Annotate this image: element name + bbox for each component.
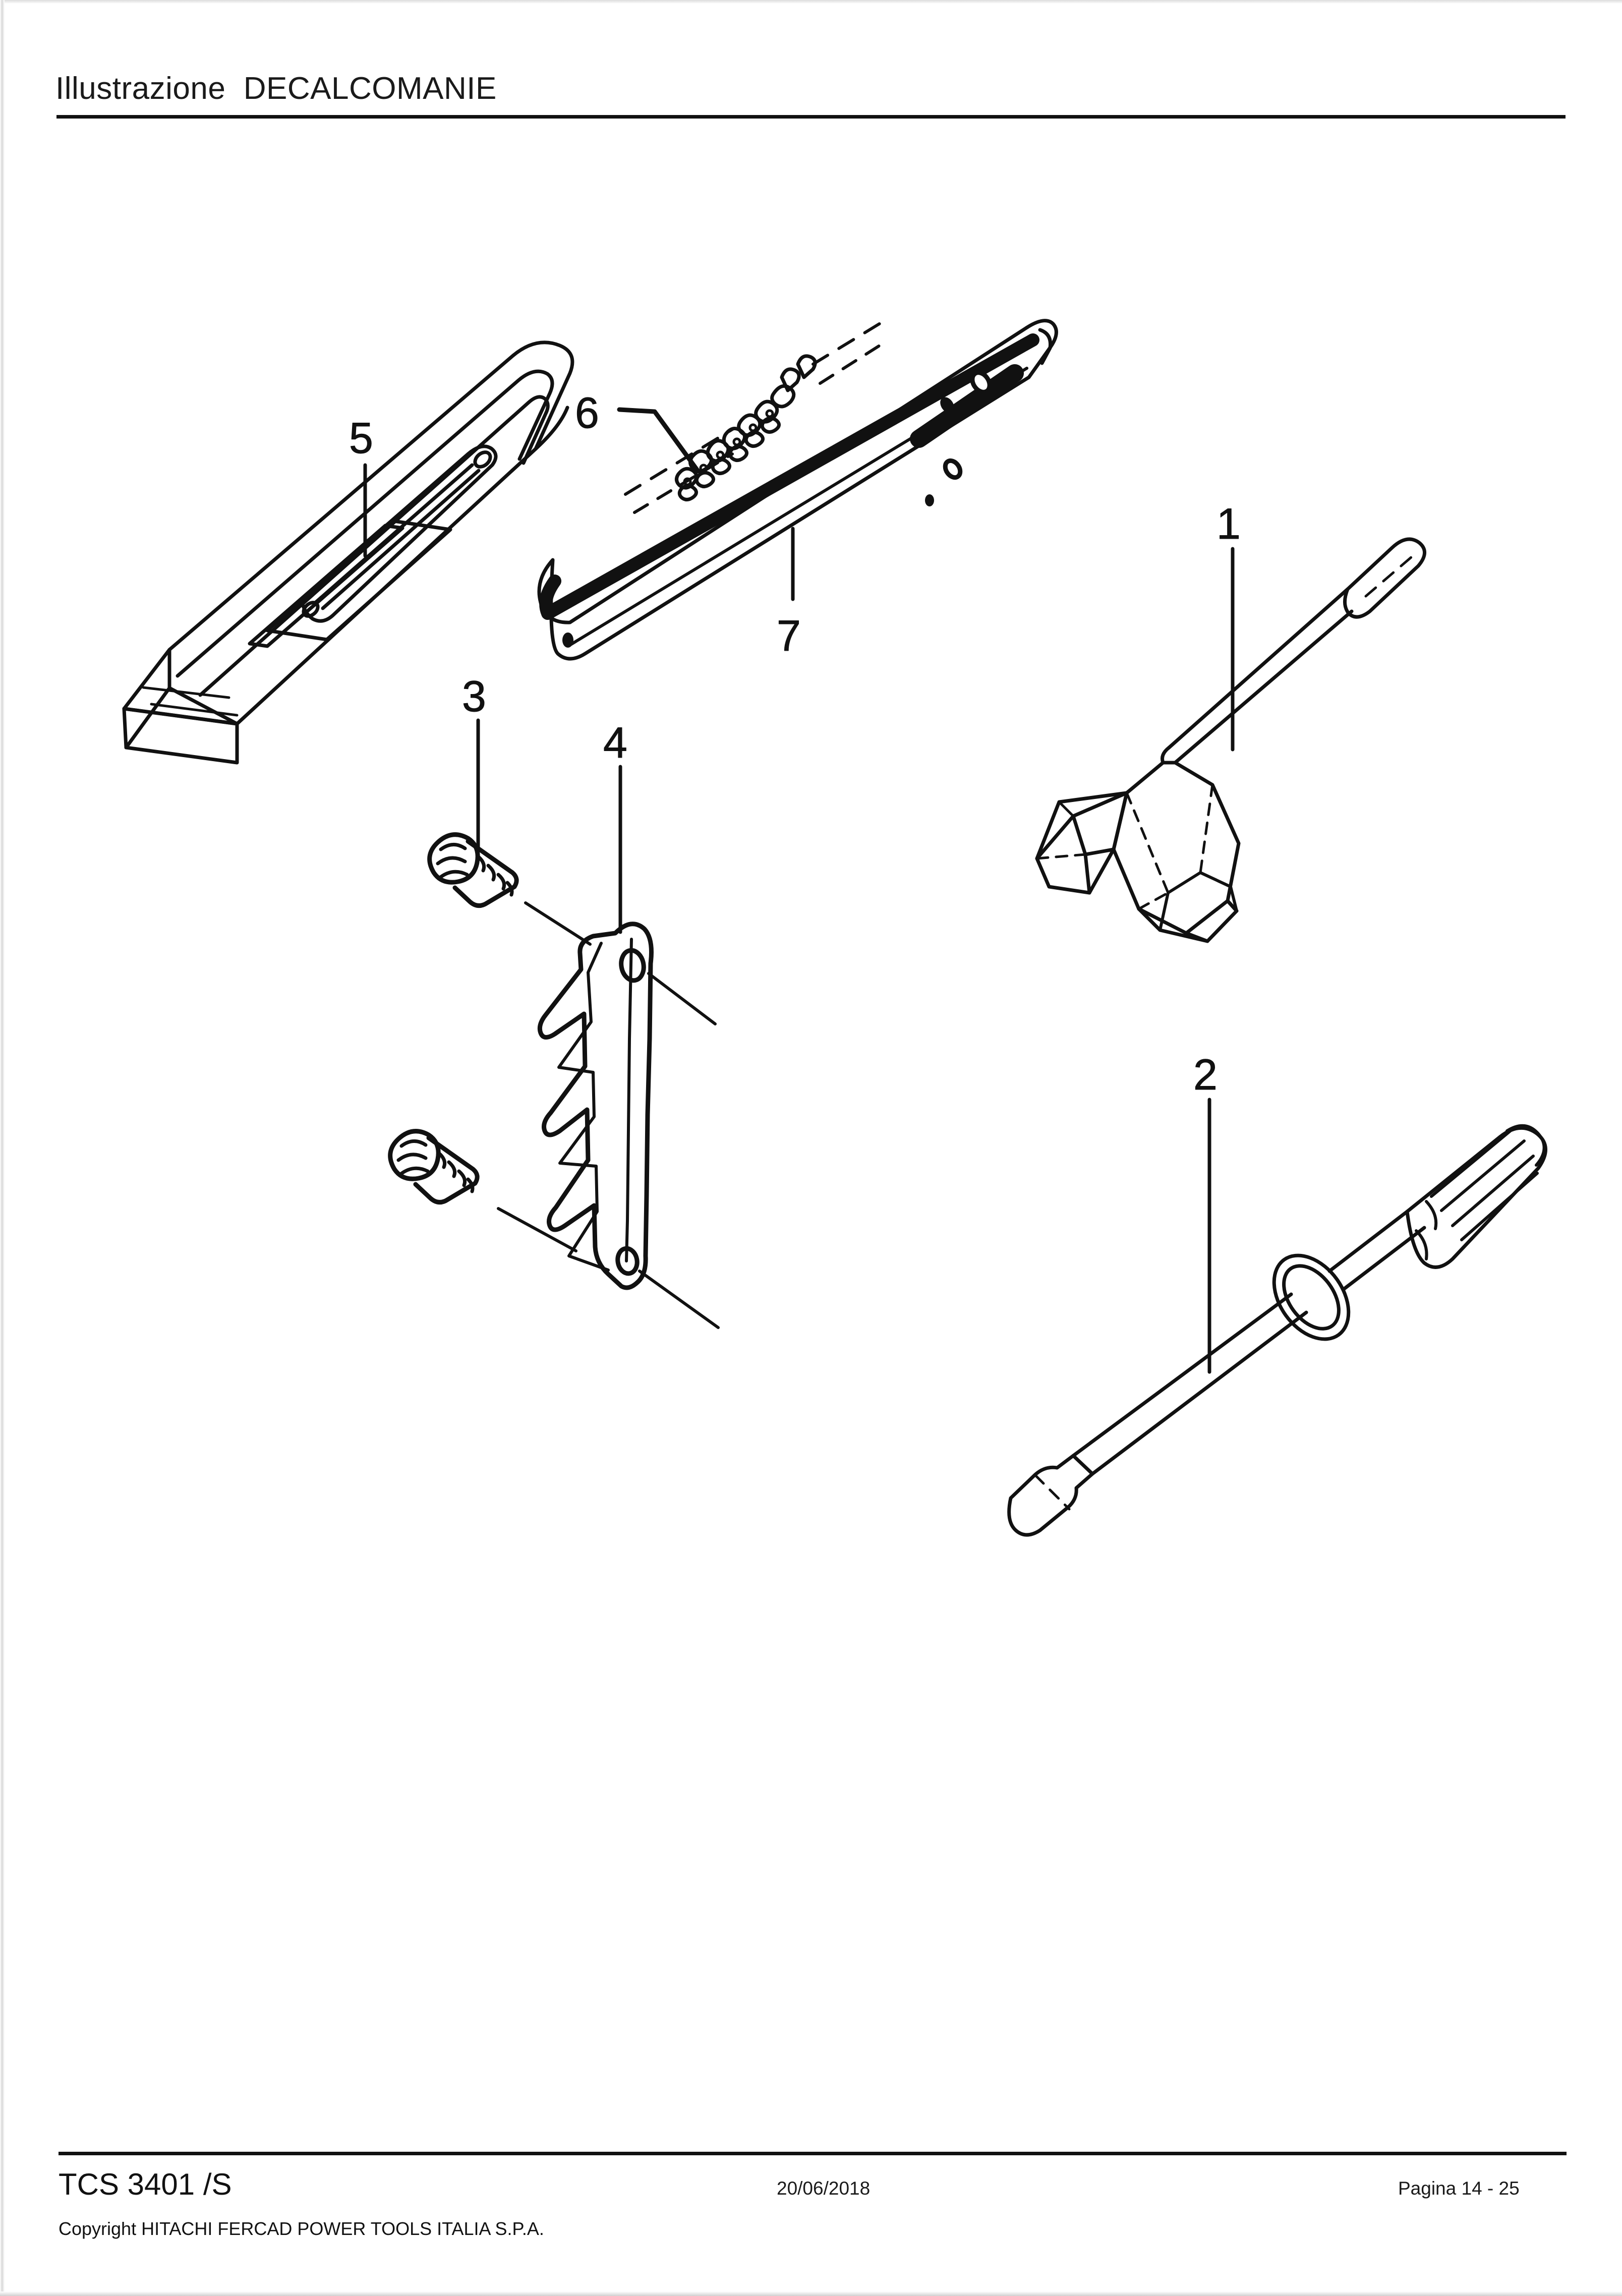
part-screw	[388, 832, 592, 1252]
footer-model-code: TCS 3401 /S	[59, 2167, 232, 2201]
footer-copyright: Copyright HITACHI FERCAD POWER TOOLS ITA…	[59, 2218, 544, 2239]
callout-number-2: 2	[1193, 1051, 1218, 1099]
footer-date: 20/06/2018	[777, 2178, 871, 2199]
parts-illustration: 5	[0, 126, 1622, 2134]
part-guide-bar	[537, 319, 1058, 661]
part-saw-chain	[624, 317, 889, 514]
callout-number-1: 1	[1216, 500, 1241, 548]
callout-6	[617, 407, 701, 474]
illustration-canvas: 5	[122, 317, 1547, 1537]
part-screwdriver	[1007, 1124, 1547, 1537]
footer-page-number: Pagina 14 - 25	[1398, 2178, 1520, 2199]
callout-number-6: 6	[575, 389, 599, 437]
page-edge-bottom	[0, 2291, 1622, 2296]
part-guide-bar-scabbard	[122, 340, 574, 765]
footer-divider	[59, 2152, 1567, 2155]
callout-number-7: 7	[777, 612, 801, 660]
callout-number-4: 4	[603, 719, 627, 767]
page-edge-top	[0, 0, 1622, 4]
page-edge-left	[0, 0, 5, 2296]
callout-number-5: 5	[349, 414, 373, 463]
part-combination-wrench	[1035, 537, 1426, 943]
page-title: Illustrazione DECALCOMANIE	[55, 71, 497, 106]
part-spike-bumper	[537, 922, 720, 1329]
header-divider	[56, 115, 1566, 119]
callout-number-3: 3	[462, 672, 486, 721]
